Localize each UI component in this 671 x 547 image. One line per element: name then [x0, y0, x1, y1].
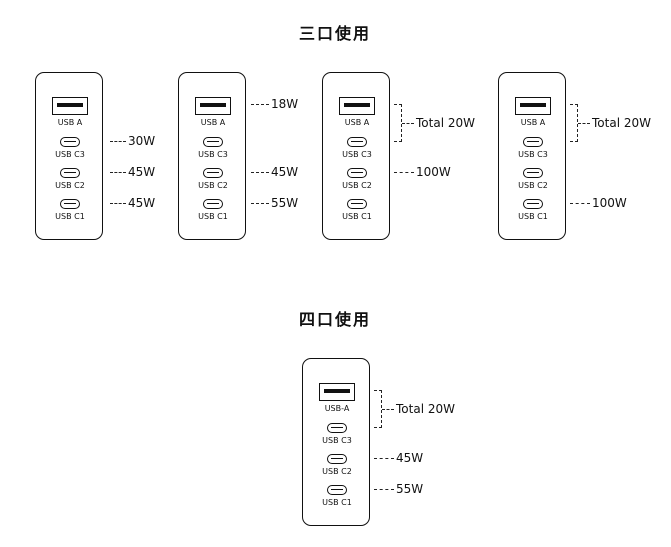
usb-c1-port-icon [327, 485, 347, 495]
usb-c3-port-icon [327, 423, 347, 433]
c2-watt-label: 45W [396, 451, 424, 465]
usb-c1-port-icon [523, 199, 543, 209]
c1-dash-line [570, 203, 590, 204]
a-c3-watt-label: Total 20W [396, 402, 455, 416]
usb-c2-port-icon [203, 168, 223, 178]
c2-dash-line [394, 172, 414, 173]
usb-c3-port-icon [60, 137, 80, 147]
usb-c1-label: USB C1 [55, 212, 85, 221]
c1-dash-line [374, 489, 394, 490]
a-c3-bracket [570, 104, 578, 142]
usb-c2-label: USB C2 [322, 467, 352, 476]
usb-c3-label: USB C3 [322, 436, 352, 445]
usb-c2-port-icon [60, 168, 80, 178]
three-port-title: 三口使用 [298, 24, 371, 43]
c2-watt-label: 100W [416, 165, 451, 179]
usb-c1-label: USB C1 [198, 212, 228, 221]
usb-c3-label: USB C3 [198, 150, 228, 159]
usb-c3-label: USB C3 [55, 150, 85, 159]
usb-c3-label: USB C3 [518, 150, 548, 159]
a-c3-dash-line [578, 123, 590, 124]
usb-a-port-icon [52, 97, 88, 115]
c1-watt-label: 45W [128, 196, 156, 210]
c1-watt-label: 55W [271, 196, 299, 210]
usb-c3-port-icon [347, 137, 367, 147]
usb-c1-label: USB C1 [322, 498, 352, 507]
a-dash-line [251, 104, 269, 105]
usb-c2-label: USB C2 [518, 181, 548, 190]
usb-c2-port-icon [347, 168, 367, 178]
usb-a-label: USB A [57, 118, 83, 127]
a-c3-dash-line [402, 123, 414, 124]
usb-a-port-icon [515, 97, 551, 115]
a-c3-bracket [394, 104, 402, 142]
usb-c2-port-icon [327, 454, 347, 464]
charger-config-3: USB A USB C3 USB C2 USB C1 [322, 72, 390, 240]
charger-config-four-port: USB-A USB C3 USB C2 USB C1 [302, 358, 370, 526]
usb-c1-port-icon [347, 199, 367, 209]
usb-a-port-icon [195, 97, 231, 115]
usb-c3-port-icon [203, 137, 223, 147]
c2-watt-label: 45W [128, 165, 156, 179]
c1-watt-label: 100W [592, 196, 627, 210]
usb-c1-port-icon [60, 199, 80, 209]
a-c3-dash-line [382, 409, 394, 410]
charger-config-1: USB A USB C3 USB C2 USB C1 [35, 72, 103, 240]
usb-c1-label: USB C1 [518, 212, 548, 221]
c1-dash-line [251, 203, 269, 204]
a-c3-watt-label: Total 20W [592, 116, 651, 130]
c2-dash-line [110, 172, 126, 173]
charger-config-4: USB A USB C3 USB C2 USB C1 [498, 72, 566, 240]
c1-dash-line [110, 203, 126, 204]
usb-c1-port-icon [203, 199, 223, 209]
usb-c2-port-icon [523, 168, 543, 178]
usb-a-label: USB-A [324, 404, 350, 413]
a-watt-label: 18W [271, 97, 299, 111]
c2-dash-line [374, 458, 394, 459]
usb-c3-label: USB C3 [342, 150, 372, 159]
usb-c3-port-icon [523, 137, 543, 147]
a-c3-watt-label: Total 20W [416, 116, 475, 130]
usb-c2-label: USB C2 [342, 181, 372, 190]
usb-a-label: USB A [200, 118, 226, 127]
usb-a-port-icon [319, 383, 355, 401]
a-c3-bracket [374, 390, 382, 428]
c3-dash-line [110, 141, 126, 142]
c2-dash-line [251, 172, 269, 173]
usb-c2-label: USB C2 [55, 181, 85, 190]
usb-a-label: USB A [344, 118, 370, 127]
usb-c2-label: USB C2 [198, 181, 228, 190]
four-port-title: 四口使用 [298, 310, 371, 329]
usb-a-port-icon [339, 97, 375, 115]
c3-watt-label: 30W [128, 134, 156, 148]
c1-watt-label: 55W [396, 482, 424, 496]
c2-watt-label: 45W [271, 165, 299, 179]
usb-a-label: USB A [520, 118, 546, 127]
usb-c1-label: USB C1 [342, 212, 372, 221]
charger-config-2: USB A USB C3 USB C2 USB C1 [178, 72, 246, 240]
